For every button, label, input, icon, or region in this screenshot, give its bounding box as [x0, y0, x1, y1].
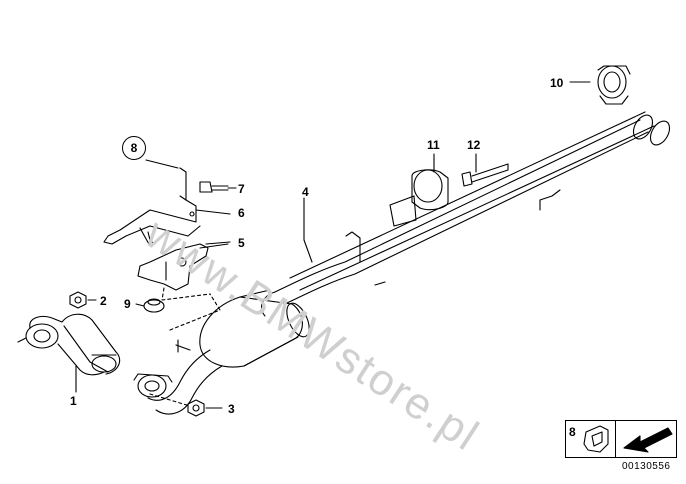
callout-1: 1: [70, 394, 77, 408]
hanger-rubber-11: [389, 153, 449, 227]
callout-6: 6: [238, 206, 245, 220]
nut-2: [69, 291, 97, 309]
front-pipe: [17, 313, 121, 393]
bolt-7: [199, 181, 237, 193]
legend-divider: [615, 420, 616, 458]
callout-12: 12: [467, 138, 481, 152]
legend-box: [565, 420, 677, 458]
callout-11: 11: [427, 138, 440, 152]
legend-number: 8: [569, 425, 576, 439]
exhaust-pipes: [261, 111, 671, 317]
callout-3: 3: [228, 402, 235, 416]
drawing-id: 00130556: [622, 461, 671, 472]
callout-10: 10: [550, 76, 564, 90]
callout-9: 9: [124, 297, 131, 311]
callout-4: 4: [302, 185, 309, 199]
bracket-6: [103, 159, 201, 247]
callout-8: 8: [122, 136, 146, 160]
leader-lines: [195, 197, 313, 263]
hanger-5: [137, 241, 231, 331]
catalytic-converter: [133, 289, 310, 415]
clamp-10: [569, 65, 631, 105]
callout-5: 5: [238, 236, 245, 250]
arrow-icon: [623, 427, 673, 453]
clip-icon: [583, 425, 609, 453]
callout-2: 2: [100, 294, 107, 308]
nut-3: [149, 393, 223, 417]
callout-7: 7: [238, 182, 245, 196]
bolt-12: [461, 153, 509, 187]
rubber-mount-9: [135, 298, 165, 313]
legend-icons: [583, 425, 673, 453]
